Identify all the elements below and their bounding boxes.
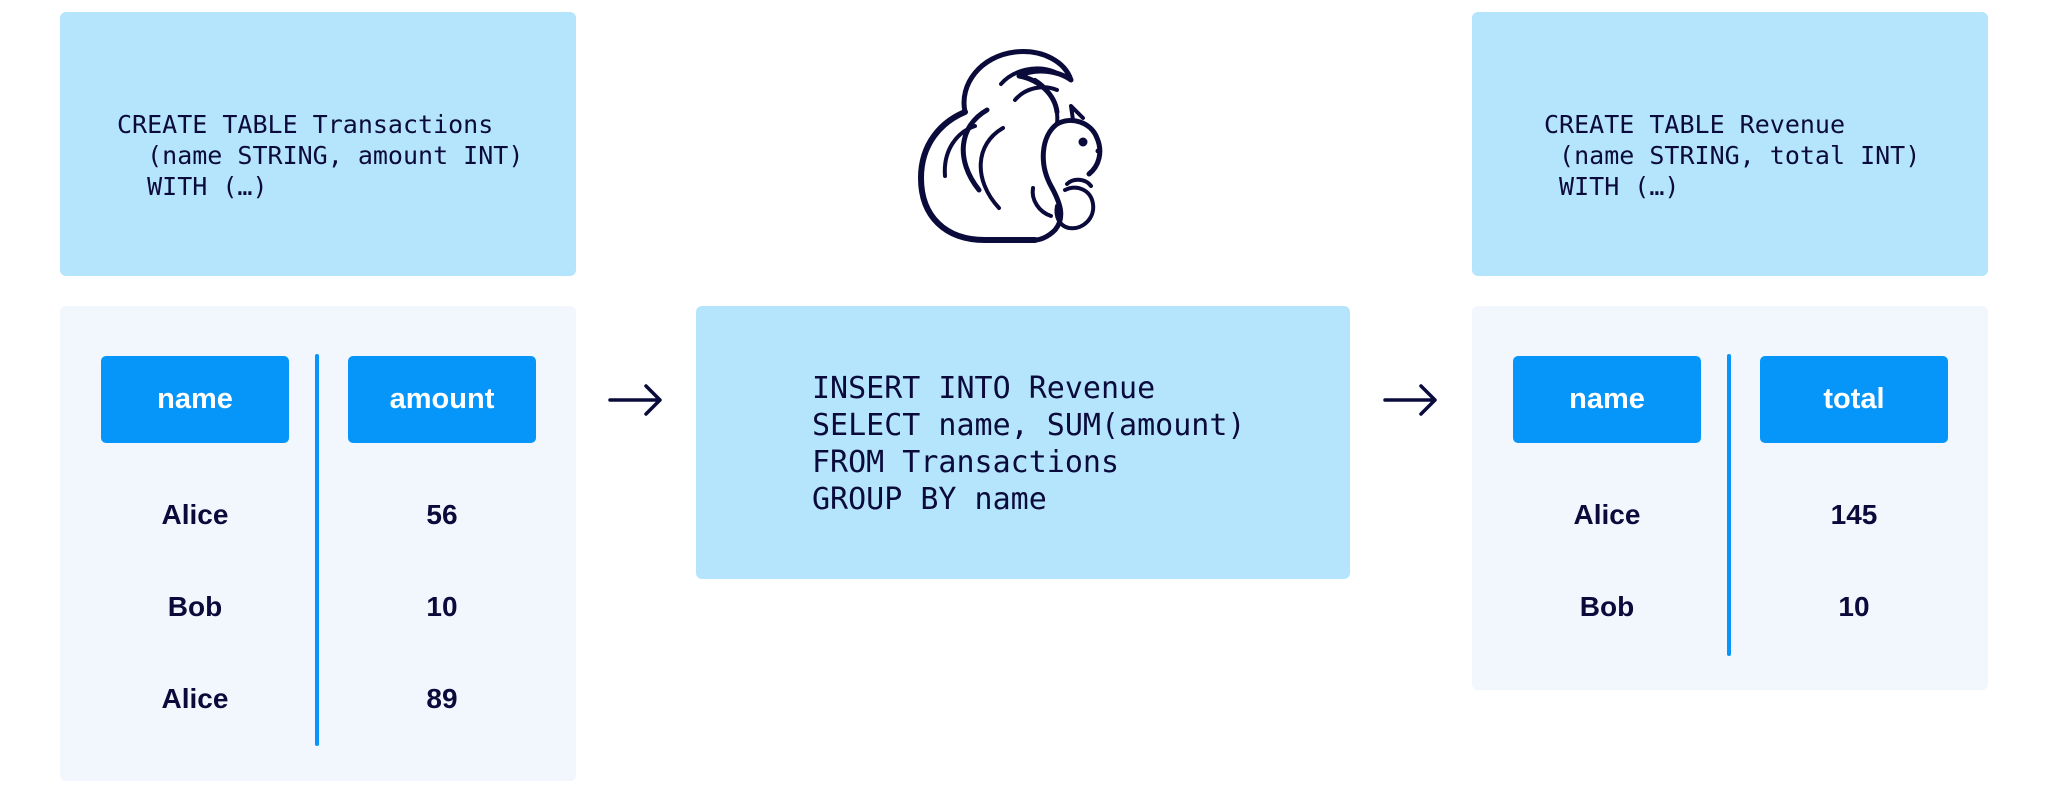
column-header-name: name bbox=[1513, 356, 1701, 443]
sink-ddl-line: (name STRING, total INT) bbox=[1544, 141, 1921, 170]
sink-table: name total Alice 145 Bob 10 bbox=[1472, 306, 1988, 690]
table-cell: 10 bbox=[426, 591, 458, 622]
column-divider bbox=[315, 354, 319, 746]
query-line: GROUP BY name bbox=[812, 482, 1047, 517]
arrow-right-icon bbox=[608, 384, 662, 416]
column-divider bbox=[1727, 354, 1731, 656]
source-table: name amount Alice 56 Bob 10 Alice 89 bbox=[60, 306, 576, 781]
table-cell: Bob bbox=[167, 591, 223, 622]
column-header-amount: amount bbox=[348, 356, 536, 443]
arrow-right-icon bbox=[1383, 384, 1437, 416]
sink-table-ddl: CREATE TABLE Revenue (name STRING, total… bbox=[1472, 12, 1988, 276]
source-ddl-code: CREATE TABLE Transactions (name STRING, … bbox=[117, 109, 523, 202]
squirrel-logo-icon bbox=[918, 49, 1103, 243]
query-line: INSERT INTO Revenue bbox=[812, 371, 1156, 406]
table-cell: Alice bbox=[1573, 499, 1641, 530]
query-code: INSERT INTO Revenue SELECT name, SUM(amo… bbox=[812, 370, 1245, 518]
table-cell: 10 bbox=[1838, 591, 1870, 622]
sink-ddl-line: WITH (…) bbox=[1544, 172, 1680, 201]
source-table-ddl: CREATE TABLE Transactions (name STRING, … bbox=[60, 12, 576, 276]
table-cell: Bob bbox=[1579, 591, 1635, 622]
query-line: FROM Transactions bbox=[812, 445, 1120, 480]
column-header-name: name bbox=[101, 356, 289, 443]
source-ddl-line: (name STRING, amount INT) bbox=[117, 141, 524, 170]
table-cell: Alice bbox=[161, 683, 229, 714]
table-cell: 56 bbox=[426, 499, 458, 530]
query-line: SELECT name, SUM(amount) bbox=[812, 408, 1246, 443]
source-ddl-line: WITH (…) bbox=[117, 172, 268, 201]
sink-ddl-line: CREATE TABLE Revenue bbox=[1544, 110, 1846, 139]
source-ddl-line: CREATE TABLE Transactions bbox=[117, 110, 494, 139]
query-box: INSERT INTO Revenue SELECT name, SUM(amo… bbox=[696, 306, 1350, 579]
table-cell: 145 bbox=[1830, 499, 1878, 530]
table-cell: 89 bbox=[426, 683, 458, 714]
sink-ddl-code: CREATE TABLE Revenue (name STRING, total… bbox=[1544, 109, 1920, 202]
table-cell: Alice bbox=[161, 499, 229, 530]
column-header-total: total bbox=[1760, 356, 1948, 443]
